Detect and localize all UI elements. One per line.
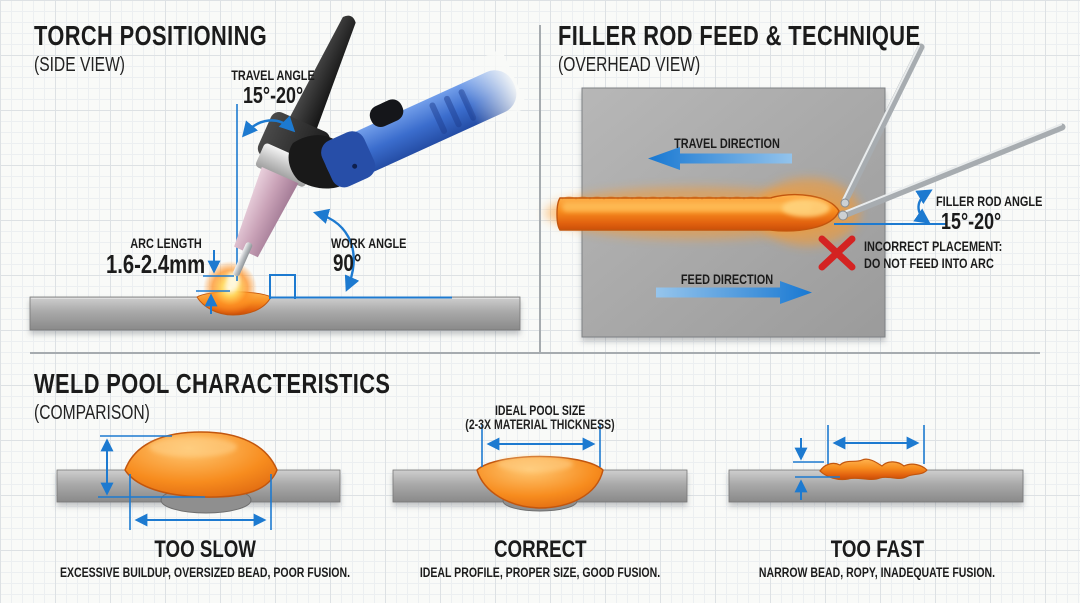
too-fast-illustration [728,425,1024,503]
ideal-pool-size-sub: (2-3X MATERIAL THICKNESS) [465,417,615,432]
too-fast-caption: NARROW BEAD, ROPY, INADEQUATE FUSION. [758,565,996,580]
tungsten-electrode [233,242,253,277]
filler-rod-angle-annotation: FILLER ROD ANGLE 15°-20° [936,194,1072,234]
arc-length-value: 1.6-2.4mm [105,249,206,279]
work-angle-square [269,274,296,299]
filler-rod-angle-label: FILLER ROD ANGLE [936,193,1043,209]
torch-panel-title: TORCH POSITIONING [34,20,268,51]
comparison-panel-subtitle: (COMPARISON) [34,402,150,424]
ideal-pool-size-annotation: IDEAL POOL SIZE (2-3X MATERIAL THICKNESS… [444,404,636,432]
arc-length-annotation: ARC LENGTH 1.6-2.4mm [78,235,206,279]
torch-dimension-graphics [196,115,452,314]
feed-direction-right-arrow-icon [656,281,812,304]
work-angle-value: 90° [333,250,362,277]
too-slow-verdict-block: TOO SLOW EXCESSIVE BUILDUP, OVERSIZED BE… [19,537,391,580]
travel-angle-value: 15°-20° [242,82,304,108]
filler-panel-title: FILLER ROD FEED & TECHNIQUE [558,20,921,51]
ideal-pool-size-label: IDEAL POOL SIZE [494,403,586,418]
torch-back-cap [287,15,356,134]
vertical-divider [539,25,541,353]
work-angle-annotation: WORK ANGLE 90° [331,236,428,277]
travel-direction-left-arrow-icon [648,147,792,170]
feed-direction-label: FEED DIRECTION [680,271,774,287]
ropy-bead [819,458,928,481]
too-slow-caption: EXCESSIVE BUILDUP, OVERSIZED BEAD, POOR … [59,565,351,580]
correct-verdict: CORRECT [493,536,587,563]
filler-panel-subtitle: (OVERHEAD VIEW) [558,54,701,76]
correct-caption: IDEAL PROFILE, PROPER SIZE, GOOD FUSION. [419,565,661,580]
filler-rod-angle-arc-arrow-icon [913,189,933,224]
travel-angle-annotation: TRAVEL ANGLE 15°-20° [219,68,326,108]
travel-angle-arc-arrow-icon [242,115,296,138]
filler-rod-angle-value: 15°-20° [941,208,1002,234]
incorrect-placement-line1: INCORRECT PLACEMENT: [864,238,1003,254]
work-angle-label: WORK ANGLE [331,235,407,251]
torch-handle [321,48,528,188]
horizontal-divider [30,352,1040,354]
incorrect-placement-annotation: INCORRECT PLACEMENT: DO NOT FEED INTO AR… [864,238,1041,272]
ceramic-nozzle [234,167,299,258]
travel-angle-label: TRAVEL ANGLE [231,67,315,83]
filler-rod-correct [838,123,1066,221]
too-fast-verdict: TOO FAST [830,536,924,563]
weld-bead-overhead [545,178,860,246]
torch-panel-subtitle: (SIDE VIEW) [34,54,126,76]
correct-verdict-block: CORRECT IDEAL PROFILE, PROPER SIZE, GOOD… [386,537,694,580]
too-slow-verdict: TOO SLOW [154,536,256,563]
travel-direction-label: TRAVEL DIRECTION [674,135,780,151]
workpiece-plate-side [29,296,521,331]
filler-rod-incorrect [840,43,925,208]
arc-length-label: ARC LENGTH [130,235,202,251]
correct-illustration [392,424,688,512]
incorrect-x-icon [818,235,856,271]
too-fast-verdict-block: TOO FAST NARROW BEAD, ROPY, INADEQUATE F… [726,537,1029,580]
filler-angle-graphics [834,189,946,225]
work-angle-arc-arrow-icon [312,208,360,292]
comparison-panel-title: WELD POOL CHARACTERISTICS [34,368,391,399]
incorrect-placement-line2: DO NOT FEED INTO ARC [864,255,994,271]
too-slow-illustration [56,431,341,530]
